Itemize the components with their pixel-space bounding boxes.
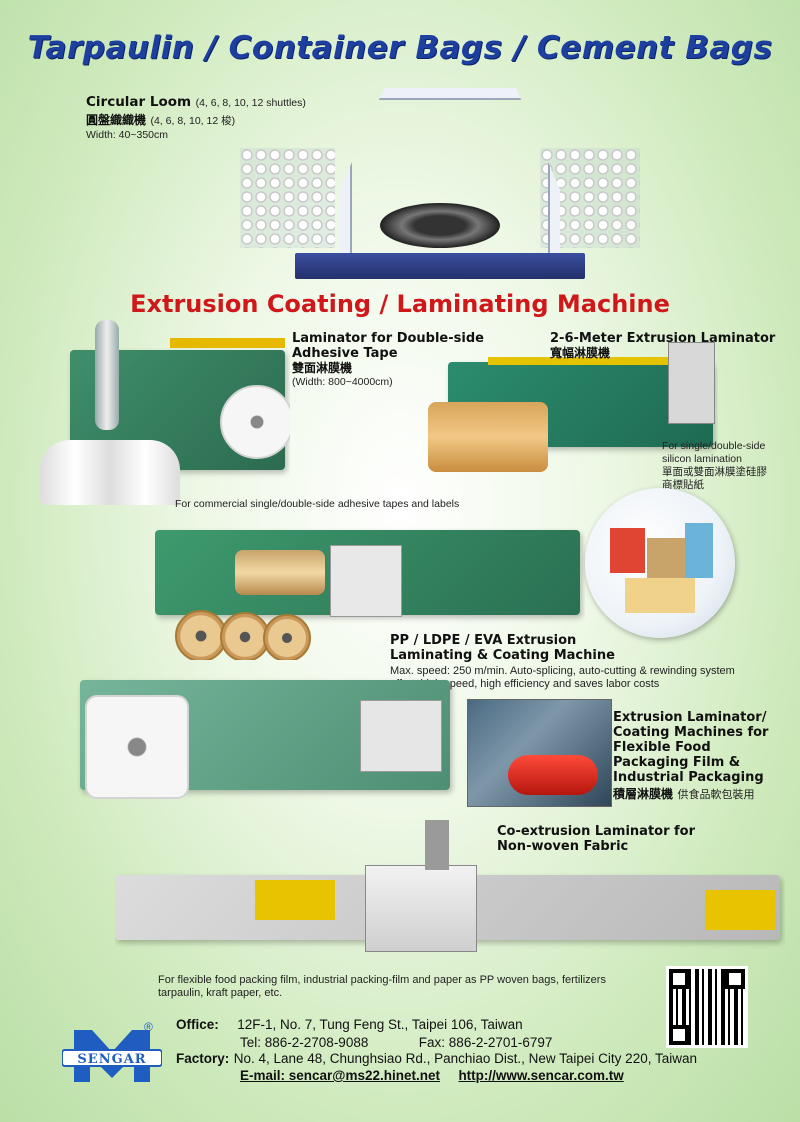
registered-mark: ®	[144, 1020, 153, 1034]
coextrusion-yellow-guard-1	[255, 880, 335, 920]
gold-roll-3	[263, 614, 311, 660]
extrusion-laminator-26-label: 2-6-Meter Extrusion Laminator 寬幅淋膜機	[550, 331, 780, 361]
pp-ldpe-label: PP / LDPE / EVA Extrusion Laminating & C…	[390, 633, 790, 691]
kraft-roll	[428, 402, 548, 472]
logo-text: SENGAR	[77, 1052, 147, 1067]
left-spool-creel	[240, 148, 335, 248]
laminator-26-desc-2: silicon lamination	[662, 453, 742, 465]
circular-loom-label: Circular Loom (4, 6, 8, 10, 12 shuttles)…	[86, 93, 346, 142]
loom-base	[295, 253, 585, 279]
qr-code[interactable]	[666, 966, 748, 1048]
food-packaging-title-5: Industrial Packaging	[613, 770, 764, 785]
pp-ldpe-desc-2: offers high speed, high efficiency and s…	[390, 678, 660, 690]
phone-row: Tel: 886-2-2708-9088 Fax: 886-2-2701-679…	[240, 1034, 660, 1052]
double-side-laminator-label: Laminator for Double-side Adhesive Tape …	[292, 331, 492, 389]
qr-finder-bl	[669, 1025, 689, 1045]
laminator-26-desc-cn-2: 商標貼紙	[662, 479, 704, 491]
coextrusion-extruder	[425, 820, 449, 870]
tel-number: Tel: 886-2-2708-9088	[240, 1035, 369, 1050]
pp-ldpe-machine-image	[155, 520, 585, 660]
factory-address: No. 4, Lane 48, Chunghsiao Rd., Panchiao…	[233, 1051, 697, 1066]
website-link[interactable]: http://www.sencar.com.tw	[458, 1068, 624, 1083]
red-roller	[508, 755, 598, 795]
food-packaging-name-cn: 積層淋膜機	[613, 787, 674, 801]
machine-rail	[170, 338, 285, 348]
film-roll-large	[220, 385, 290, 459]
double-side-laminator-image	[40, 320, 290, 505]
applications-note: For flexible food packing film, industri…	[158, 974, 658, 1000]
extrusion-laminator-26-desc: For single/double-side silicon laminatio…	[662, 440, 797, 492]
sengar-logo-mark	[61, 1030, 163, 1082]
fax-number: Fax: 886-2-2701-6797	[418, 1035, 553, 1050]
paper-roll	[85, 695, 189, 799]
food-packaging-title-2: Coating Machines for	[613, 725, 769, 740]
paper-laminator-image	[60, 660, 460, 810]
office-label: Office:	[176, 1017, 219, 1032]
food-packaging-note-cn: 供食品軟包裝用	[677, 789, 755, 801]
page-title: Tarpaulin / Container Bags / Cement Bags	[27, 30, 773, 66]
double-side-laminator-name-cn: 雙面淋膜機	[292, 361, 353, 375]
pp-ldpe-title-2: Laminating & Coating Machine	[390, 648, 615, 663]
circular-loom-shuttles: (4, 6, 8, 10, 12 shuttles)	[195, 97, 306, 109]
circular-loom-width: Width: 40~350cm	[86, 129, 169, 141]
double-side-laminator-title-1: Laminator for Double-side	[292, 331, 484, 346]
loom-wheel	[380, 203, 500, 248]
laminator-26-desc-cn-1: 單面或雙面淋膜塗硅膠	[662, 466, 767, 478]
gold-roll-2	[220, 612, 270, 660]
coextrusion-label: Co-extrusion Laminator for Non-woven Fab…	[497, 824, 777, 854]
double-side-laminator-title-2: Adhesive Tape	[292, 346, 398, 361]
contact-row: E-mail: sencar@ms22.hinet.net http://www…	[240, 1067, 740, 1085]
gold-roll-1	[175, 610, 227, 660]
extrusion-laminator-26-name-cn: 寬幅淋膜機	[550, 346, 611, 360]
office-row: Office: 12F-1, No. 7, Tung Feng St., Tai…	[176, 1016, 656, 1034]
coextrusion-machine-image	[115, 820, 785, 955]
pp-ldpe-desc-1: Max. speed: 250 m/min. Auto-splicing, au…	[390, 665, 735, 677]
double-side-laminator-caption: For commercial single/double-side adhesi…	[175, 498, 460, 510]
paper-laminator-panel	[360, 700, 442, 772]
circular-loom-name: Circular Loom	[86, 94, 192, 110]
section-title: Extrusion Coating / Laminating Machine	[130, 290, 670, 318]
pp-ldpe-cabinet	[330, 545, 402, 617]
product-bag-2	[647, 538, 687, 583]
product-bag-3	[685, 523, 713, 578]
office-address: 12F-1, No. 7, Tung Feng St., Taipei 106,…	[237, 1017, 523, 1032]
coextrusion-title-2: Non-woven Fabric	[497, 839, 629, 854]
double-side-laminator-width: (Width: 800~4000cm)	[292, 376, 393, 388]
factory-label: Factory:	[176, 1051, 230, 1066]
food-packaging-title-1: Extrusion Laminator/	[613, 710, 767, 725]
food-packaging-title-4: Packaging Film &	[613, 755, 741, 770]
pp-ldpe-title-1: PP / LDPE / EVA Extrusion	[390, 633, 577, 648]
pp-ldpe-film-roll	[235, 550, 325, 595]
applications-note-1: For flexible food packing film, industri…	[158, 974, 606, 986]
film-rolls-front	[40, 440, 180, 505]
circular-loom-name-cn: 圓盤織織機	[86, 113, 147, 127]
qr-finder-tr	[725, 969, 745, 989]
food-packaging-title-3: Flexible Food	[613, 740, 711, 755]
qr-finder-tl	[669, 969, 689, 989]
coextrusion-title-1: Co-extrusion Laminator for	[497, 824, 696, 839]
factory-row: Factory: No. 4, Lane 48, Chunghsiao Rd.,…	[176, 1050, 786, 1068]
product-bag-1	[610, 528, 645, 573]
food-packaging-machine-image	[467, 699, 612, 807]
extrusion-laminator-26-image	[428, 322, 718, 492]
machine-duct	[95, 320, 119, 430]
laminator-26-rails	[488, 357, 688, 365]
coextrusion-control-cabinet	[365, 865, 477, 952]
packaging-products-image	[585, 488, 735, 638]
coextrusion-yellow-guard-2	[705, 890, 775, 930]
circular-loom-image	[230, 78, 660, 283]
extrusion-laminator-26-title: 2-6-Meter Extrusion Laminator	[550, 331, 776, 346]
laminator-26-desc-1: For single/double-side	[662, 440, 766, 452]
loom-frame	[340, 88, 560, 273]
food-packaging-label: Extrusion Laminator/ Coating Machines fo…	[613, 710, 798, 803]
sengar-logo: SENGAR ®	[61, 1020, 167, 1090]
product-bag-4	[625, 578, 695, 613]
email-link[interactable]: E-mail: sencar@ms22.hinet.net	[240, 1068, 440, 1083]
control-panel	[668, 342, 715, 424]
applications-note-2: tarpaulin, kraft paper, etc.	[158, 987, 283, 999]
circular-loom-shuttles-cn: (4, 6, 8, 10, 12 梭)	[150, 115, 236, 127]
